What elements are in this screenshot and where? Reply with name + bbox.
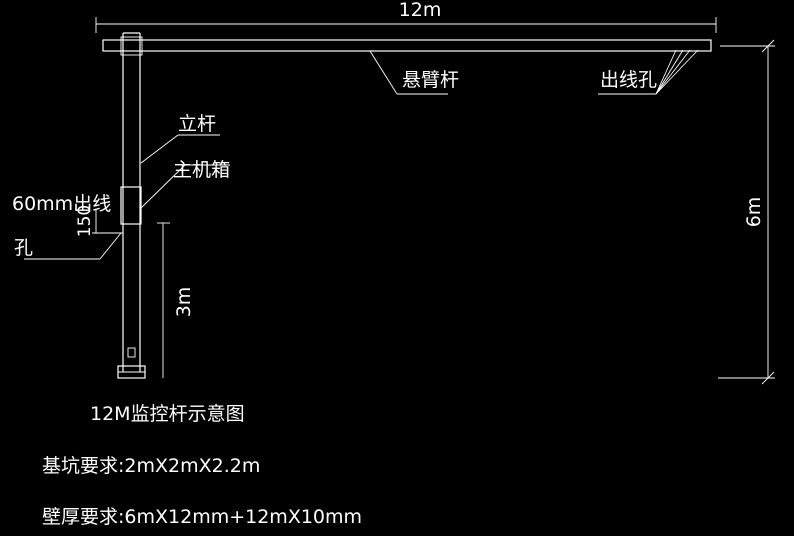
pole-height-dimension — [718, 39, 775, 385]
upright-pole-label: 立杆 — [178, 113, 216, 135]
pole-height-label: 6m — [743, 197, 765, 228]
cantilever-arm — [102, 39, 712, 52]
arm-length-label: 12m — [399, 0, 442, 21]
pole-base — [117, 347, 146, 379]
outlet-60mm-label-line2: 孔 — [14, 237, 33, 259]
upright-pole — [120, 32, 143, 372]
outlet-hole-leader — [24, 232, 122, 260]
drawing-title: 12M监控杆示意图 — [90, 403, 245, 425]
main-cabinet-label: 主机箱 — [173, 159, 230, 181]
box-offset-dimension — [92, 210, 123, 234]
lower-pole-label: 3m — [173, 287, 195, 318]
arm-length-dimension: 12m — [95, 0, 717, 33]
outlet-60mm-label-line1: 60mm出线 — [12, 193, 111, 215]
cable-outlet-leaders — [598, 49, 699, 95]
foundation-pit-note: 基坑要求:2mX2mX2.2m — [42, 455, 260, 477]
main-cabinet-box — [120, 164, 230, 225]
lower-pole-dimension — [157, 222, 170, 378]
box-offset-label: 150 — [75, 205, 95, 237]
wall-thickness-note: 壁厚要求:6mX12mm+12mX10mm — [42, 506, 362, 528]
cantilever-leader — [369, 50, 448, 95]
upright-pole-leader — [140, 134, 179, 164]
cantilever-arm-label: 悬臂杆 — [402, 69, 459, 91]
cable-outlet-label: 出线孔 — [600, 69, 657, 91]
